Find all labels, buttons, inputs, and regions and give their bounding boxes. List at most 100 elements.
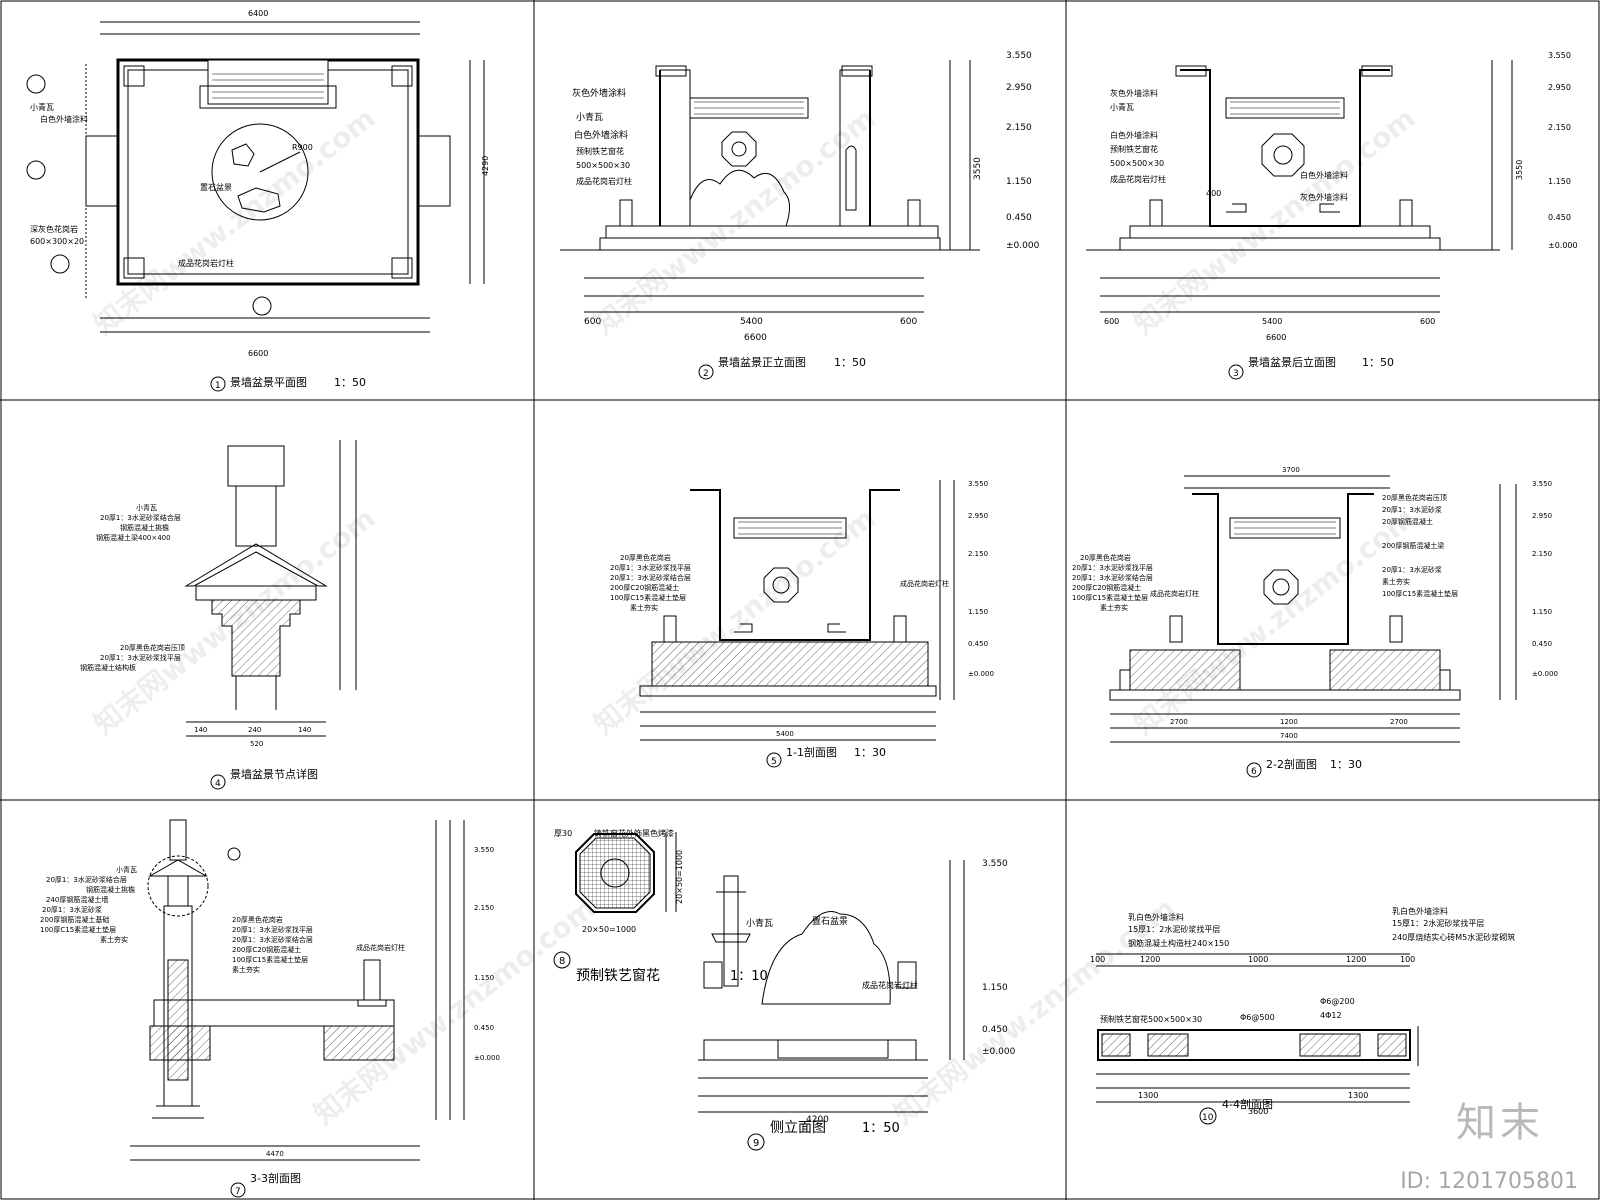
s4-left-2: 钢筋混凝土构造柱240×150 — [1128, 938, 1229, 948]
s3-elev-3: 0.450 — [474, 1024, 494, 1032]
rear-total: 6600 — [1266, 333, 1286, 342]
s2-elev-0: 3.550 — [1532, 480, 1552, 488]
s1-elev-5: ±0.000 — [968, 670, 994, 678]
s3-left-5: 200厚钢筋混凝土基础 — [40, 915, 109, 924]
title-no-8: 8 — [559, 956, 565, 967]
image-id-label: ID: 1201705801 — [1400, 1169, 1578, 1194]
plan-note-2: 深灰色花岗岩 — [30, 224, 78, 234]
s3-mid-1: 20厚1：3水泥砂浆找平层 — [232, 925, 313, 934]
s4-bar-2: 4Φ12 — [1320, 1011, 1342, 1020]
s4-top-dim-1: 1200 — [1140, 955, 1160, 964]
s1-bottom-total: 5400 — [776, 730, 794, 738]
s1-elev-2: 2.150 — [968, 550, 988, 558]
s4-mid-note: 预制铁艺窗花500×500×30 — [1100, 1014, 1202, 1024]
front-note-2: 白色外墙涂料 — [574, 129, 628, 141]
s2-left-3: 200厚C20钢筋混凝土 — [1072, 583, 1141, 592]
front-elev-1: 2.950 — [1006, 83, 1032, 93]
title-no-2: 2 — [703, 369, 709, 379]
rear-right-total: 3550 — [1515, 160, 1524, 180]
panel-section4-text: 乳白色外墙涂料 15厚1：2水泥砂浆找平层 钢筋混凝土构造柱240×150 乳白… — [1090, 906, 1515, 1116]
title-7: 3-3剖面图 — [250, 1171, 301, 1185]
s3-left-4: 20厚1：3水泥砂浆 — [42, 905, 102, 914]
iron-grid-dim-v: 20×50=1000 — [675, 850, 684, 904]
s3-left-2: 钢筋混凝土挑檐 — [86, 885, 135, 894]
front-right-total: 3550 — [973, 157, 983, 180]
side-elev-1: 1.150 — [982, 983, 1008, 993]
s2-elev-1: 2.950 — [1532, 512, 1552, 520]
s3-left-6: 100厚C15素混凝土垫层 — [40, 925, 116, 934]
panel-titles: 1 景墙盆景平面图 1：50 2 景墙盆景正立面图 1：50 3 景墙盆景后立面… — [210, 355, 1394, 1198]
rear-dim-600b: 600 — [1420, 317, 1435, 326]
title-2: 景墙盆景正立面图 — [718, 355, 806, 369]
front-dim-5400: 5400 — [740, 317, 763, 327]
front-note-3: 预制铁艺窗花 — [576, 146, 624, 156]
node-note-3: 钢筋混凝土梁400×400 — [96, 533, 171, 542]
s2-right-5: 素土夯实 — [1382, 577, 1410, 586]
s3-mid-2: 20厚1：3水泥砂浆结合层 — [232, 935, 313, 944]
plan-note-0: 小青瓦 — [30, 102, 54, 112]
s1-note-2: 20厚1：3水泥砂浆结合层 — [610, 573, 691, 582]
title-no-9: 9 — [753, 1138, 759, 1149]
panel-section-1 — [639, 480, 955, 741]
s2-left-2: 20厚1：3水泥砂浆结合层 — [1072, 573, 1153, 582]
s2-right-1: 20厚1：3水泥砂浆 — [1382, 505, 1442, 514]
node-note-5: 20厚1：3水泥砂浆找平层 — [100, 653, 181, 662]
rear-dim-600a: 600 — [1104, 317, 1119, 326]
s2-elev-2: 2.150 — [1532, 550, 1552, 558]
panel-section-2 — [1109, 475, 1517, 743]
s4-bar-1: Φ6@200 — [1320, 997, 1355, 1006]
node-dim-0: 140 — [194, 726, 207, 734]
panel-plan — [26, 21, 485, 333]
s2-elev-4: 0.450 — [1532, 640, 1552, 648]
plan-note-1: 白色外墙涂料 — [40, 114, 88, 124]
panel-section-4 — [1096, 953, 1419, 1103]
side-elev-0: 3.550 — [982, 859, 1008, 869]
s4-total: 3600 — [1248, 1107, 1268, 1116]
node-note-2: 钢筋混凝土挑檐 — [120, 523, 169, 532]
front-total: 6600 — [744, 333, 767, 343]
front-dim-600b: 600 — [900, 317, 917, 327]
node-dim-1: 240 — [248, 726, 261, 734]
panel-front-text: 灰色外墙涂料 小青瓦 白色外墙涂料 预制铁艺窗花 500×500×30 成品花岗… — [572, 51, 1040, 343]
s4-bar-0: Φ6@500 — [1240, 1013, 1275, 1022]
title-no-1: 1 — [215, 381, 221, 391]
front-note-0: 灰色外墙涂料 — [572, 87, 626, 99]
s1-note-6: 成品花岗岩灯柱 — [900, 579, 949, 588]
side-elev-2: 0.450 — [982, 1025, 1008, 1035]
front-note-1: 小青瓦 — [576, 111, 603, 123]
s4-right-1: 15厚1：2水泥砂浆找平层 — [1392, 918, 1484, 928]
plan-top-total: 6400 — [248, 9, 268, 18]
s2-left-5: 素土夯实 — [1100, 603, 1128, 612]
s3-lamp-note: 成品花岗岩灯柱 — [356, 943, 405, 952]
s2-top-total: 3700 — [1282, 466, 1300, 474]
node-note-6: 钢筋混凝土结构板 — [80, 663, 136, 672]
rear-elev-3: 1.150 — [1548, 177, 1571, 186]
s4-top-dim-2: 1000 — [1248, 955, 1268, 964]
title-10: 4-4剖面图 — [1222, 1097, 1273, 1111]
s2-right-2: 20厚钢筋混凝土 — [1382, 517, 1433, 526]
title-1: 景墙盆景平面图 — [230, 375, 307, 389]
s3-left-3: 240厚钢筋混凝土墙 — [46, 895, 108, 904]
s2-elev-5: ±0.000 — [1532, 670, 1558, 678]
scale-6: 1：30 — [1330, 758, 1362, 771]
s2-dim-0: 2700 — [1170, 718, 1188, 726]
scale-1: 1：50 — [334, 376, 366, 389]
s4-right-2: 240厚烧结实心砖M5水泥砂浆砌筑 — [1392, 932, 1515, 942]
plan-right-total: 4290 — [481, 156, 490, 176]
title-no-7: 7 — [235, 1187, 241, 1197]
plan-note-3: 600×300×20 — [30, 237, 84, 246]
s2-left-4: 100厚C15素混凝土垫层 — [1072, 593, 1148, 602]
s4-top-dim-4: 100 — [1400, 955, 1415, 964]
rear-elev-4: 0.450 — [1548, 213, 1571, 222]
s1-elev-1: 2.950 — [968, 512, 988, 520]
s1-elev-0: 3.550 — [968, 480, 988, 488]
plan-note-4: 置石盆景 — [200, 182, 232, 192]
scale-9: 1：50 — [862, 1121, 900, 1136]
s2-bottom-total: 7400 — [1280, 732, 1298, 740]
title-4: 景墙盆景节点详图 — [230, 767, 318, 781]
s2-dim-1: 1200 — [1280, 718, 1298, 726]
iron-title-note: 铸铁窗花外饰黑色烤漆 — [594, 828, 674, 838]
s1-elev-3: 1.150 — [968, 608, 988, 616]
side-note-0: 小青瓦 — [746, 917, 773, 929]
